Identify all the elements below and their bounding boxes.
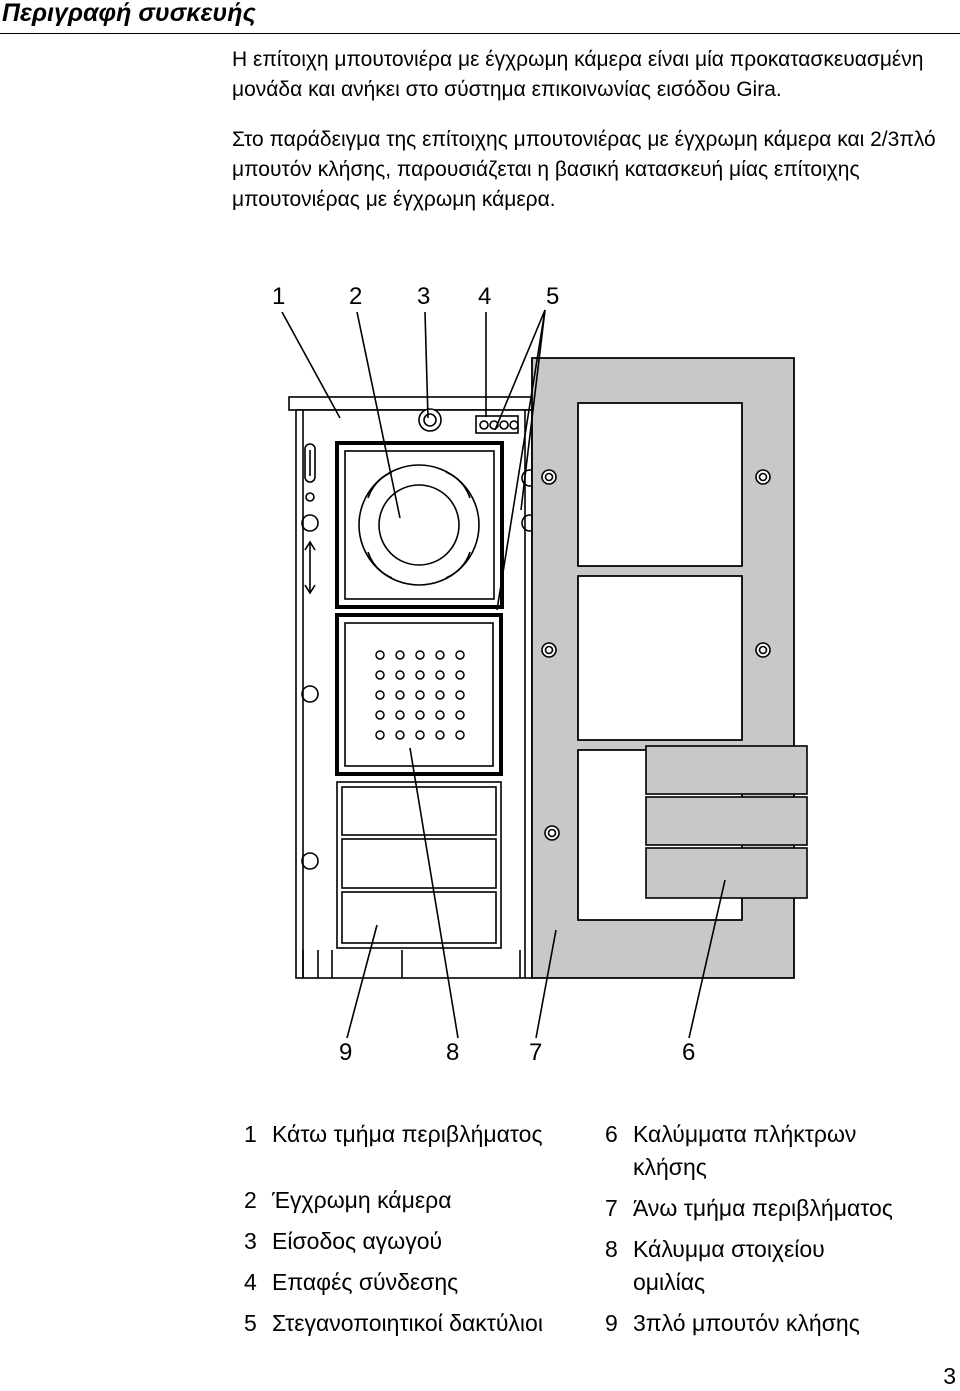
callout-6: 6 xyxy=(682,1039,695,1066)
legend-item: 8 Κάλυμμα στοιχείου ομιλίας xyxy=(605,1233,903,1299)
legend-number: 8 xyxy=(605,1236,618,1262)
legend-text: Έγχρωμη κάμερα xyxy=(272,1187,452,1213)
legend-number: 4 xyxy=(244,1269,257,1295)
intro-text: Η επίτοιχη μπουτονιέρα με έγχρωμη κάμερα… xyxy=(232,45,957,235)
legend-text: 3πλό μπουτόν κλήσης xyxy=(633,1310,860,1336)
upper-housing xyxy=(531,357,795,979)
legend-item: 3 Είσοδος αγωγού xyxy=(244,1225,543,1258)
legend-text: Καλύμματα πλήκτρων κλήσης xyxy=(633,1121,857,1180)
callout-5: 5 xyxy=(546,283,559,310)
legend-text: Επαφές σύνδεσης xyxy=(272,1269,459,1295)
legend-number: 5 xyxy=(244,1310,257,1336)
call-button-covers xyxy=(645,745,808,899)
legend-number: 6 xyxy=(605,1121,618,1147)
color-camera xyxy=(335,441,504,609)
leader-lines xyxy=(281,309,726,1039)
cable-entry xyxy=(418,408,442,432)
legend-number: 2 xyxy=(244,1187,257,1213)
page-header: Περιγραφή συσκευής xyxy=(0,0,960,34)
legend-text: Κάτω τμήμα περιβλήματος xyxy=(272,1121,543,1147)
page-number: 3 xyxy=(943,1363,956,1389)
legend-text: Στεγανοποιητικοί δακτύλιοι xyxy=(272,1310,543,1336)
legend-text: Είσοδος αγωγού xyxy=(272,1228,443,1254)
legend-left: 1 Κάτω τμήμα περιβλήματος 2 Έγχρωμη κάμε… xyxy=(244,1118,543,1348)
triple-call-button xyxy=(336,781,502,949)
legend-item: 5 Στεγανοποιητικοί δακτύλιοι xyxy=(244,1307,543,1340)
legend-number: 3 xyxy=(244,1228,257,1254)
callout-2: 2 xyxy=(349,283,362,310)
callout-8: 8 xyxy=(446,1039,459,1066)
legend-item: 9 3πλό μπουτόν κλήσης xyxy=(605,1307,903,1340)
legend-text: Κάλυμμα στοιχείου ομιλίας xyxy=(633,1236,825,1295)
legend-item: 7 Άνω τμήμα περιβλήματος xyxy=(605,1192,903,1225)
intro-paragraph-2: Στο παράδειγμα της επίτοιχης μπουτονιέρα… xyxy=(232,128,936,211)
device-diagram: 1 2 3 4 5 9 8 7 6 xyxy=(272,283,808,1066)
section-title: Περιγραφή συσκευής xyxy=(2,0,256,27)
intro-paragraph-1: Η επίτοιχη μπουτονιέρα με έγχρωμη κάμερα… xyxy=(232,48,924,101)
legend-item: 4 Επαφές σύνδεσης xyxy=(244,1266,543,1299)
legend-text: Άνω τμήμα περιβλήματος xyxy=(633,1195,893,1221)
callout-7: 7 xyxy=(529,1039,542,1066)
callout-4: 4 xyxy=(478,283,491,310)
legend-item: 6 Καλύμματα πλήκτρων κλήσης xyxy=(605,1118,903,1184)
legend-number: 7 xyxy=(605,1195,618,1221)
speech-module-cover xyxy=(335,613,503,776)
callout-9: 9 xyxy=(339,1039,352,1066)
legend-item: 1 Κάτω τμήμα περιβλήματος xyxy=(244,1118,543,1151)
legend-item: 2 Έγχρωμη κάμερα xyxy=(244,1184,543,1217)
legend-right: 6 Καλύμματα πλήκτρων κλήσης 7 Άνω τμήμα … xyxy=(605,1118,903,1348)
callout-1: 1 xyxy=(272,283,285,310)
legend-number: 9 xyxy=(605,1310,618,1336)
legend-number: 1 xyxy=(244,1121,257,1147)
callout-3: 3 xyxy=(417,283,430,310)
